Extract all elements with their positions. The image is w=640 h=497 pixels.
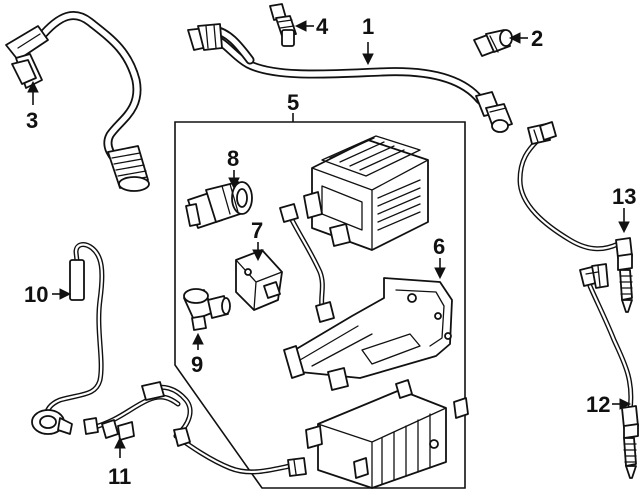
bracket-6 xyxy=(283,277,453,391)
callout-8: 8 xyxy=(227,146,239,171)
arrow-6 xyxy=(434,267,446,280)
arrow-2 xyxy=(508,32,521,44)
arrow-8 xyxy=(228,177,240,190)
callout-3: 3 xyxy=(26,108,38,133)
callout-1: 1 xyxy=(362,14,374,39)
group-5-outline xyxy=(174,121,466,489)
callout-9: 9 xyxy=(191,352,203,377)
hose-3 xyxy=(5,10,150,192)
callout-4: 4 xyxy=(316,14,329,39)
arrow-3 xyxy=(27,80,39,93)
valve-9 xyxy=(183,288,231,331)
arrow-11 xyxy=(114,436,126,449)
canister-upper xyxy=(303,135,429,251)
arrow-1 xyxy=(362,53,374,66)
sensor-12 xyxy=(579,263,639,479)
arrow-12 xyxy=(619,398,632,410)
callout-12: 12 xyxy=(586,392,610,417)
callout-6: 6 xyxy=(433,234,445,259)
sensor-13 xyxy=(517,121,633,313)
canister-lower xyxy=(305,379,469,489)
hose-1 xyxy=(187,23,513,133)
module-7 xyxy=(235,249,283,311)
arrow-10 xyxy=(59,288,72,300)
plug-2 xyxy=(473,29,513,57)
callout-5: 5 xyxy=(287,90,299,115)
callout-7: 7 xyxy=(251,218,263,243)
tube-10 xyxy=(31,242,105,435)
arrow-7 xyxy=(252,249,264,262)
hose-3-boot xyxy=(107,145,150,192)
callout-2: 2 xyxy=(531,26,543,51)
arrow-13 xyxy=(618,221,630,234)
callout-10: 10 xyxy=(24,282,48,307)
fitting-4 xyxy=(269,3,297,47)
arrow-9 xyxy=(192,332,204,345)
callout-11: 11 xyxy=(108,464,131,489)
callout-13: 13 xyxy=(612,184,636,209)
valve-8 xyxy=(185,181,253,229)
vapor-hose xyxy=(279,203,335,323)
arrow-4 xyxy=(294,20,307,32)
harness-11 xyxy=(83,381,307,477)
